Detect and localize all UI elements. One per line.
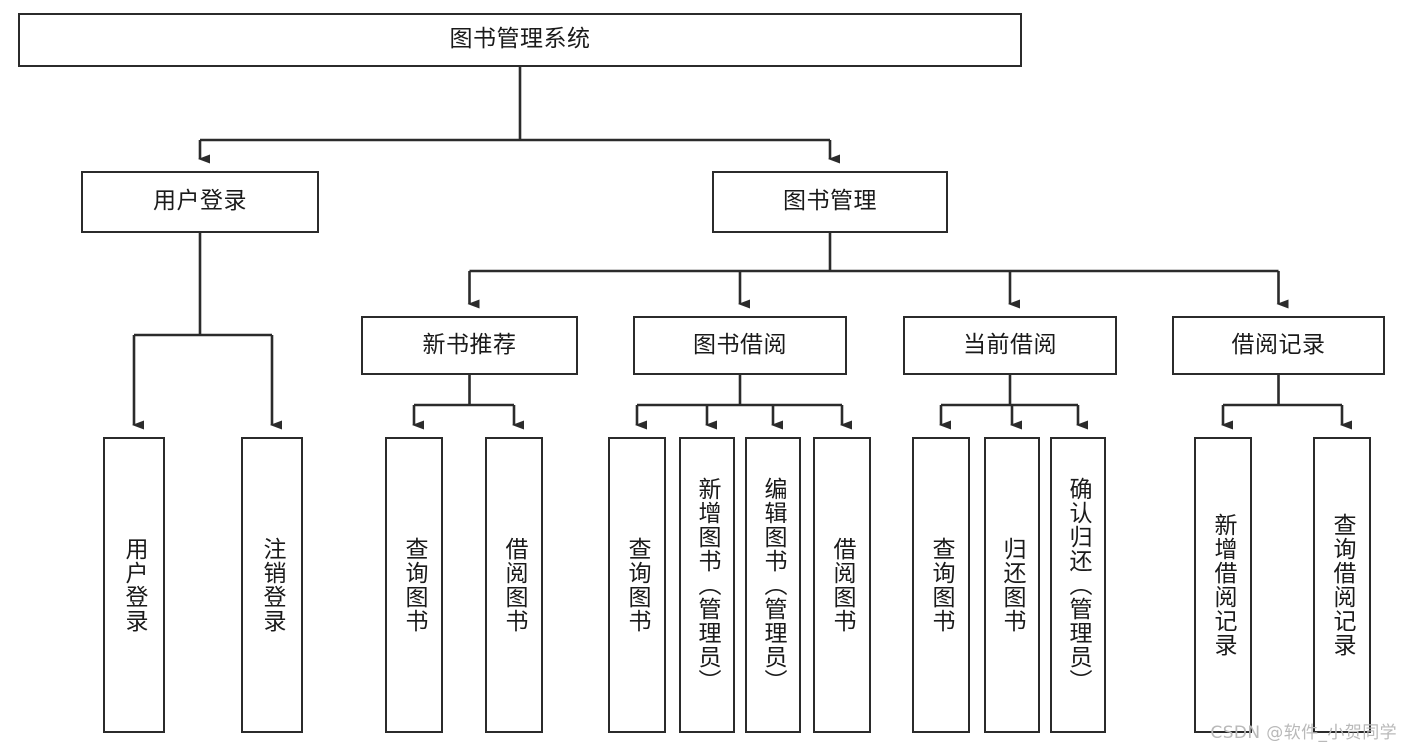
node-login[interactable]: 用户登录 (81, 171, 319, 233)
node-borrow[interactable]: 图书借阅 (633, 316, 847, 375)
node-records[interactable]: 借阅记录 (1172, 316, 1385, 375)
node-leaf-newrec-1[interactable]: 查询图书 (385, 437, 443, 733)
node-label: 图书管理系统 (449, 26, 591, 53)
node-label: 借阅记录 (1231, 331, 1326, 358)
node-leaf-newrec-2[interactable]: 借阅图书 (485, 437, 543, 733)
node-label: 查询图书 (928, 537, 955, 633)
node-label: 新书推荐 (422, 331, 517, 358)
node-label: 新增图书（管理员） (694, 477, 721, 693)
node-leaf-borrow-3[interactable]: 编辑图书（管理员） (745, 437, 801, 733)
node-newrec[interactable]: 新书推荐 (361, 316, 578, 375)
node-label: 借阅图书 (501, 537, 528, 633)
node-leaf-borrow-4[interactable]: 借阅图书 (813, 437, 871, 733)
node-leaf-cur-2[interactable]: 归还图书 (984, 437, 1040, 733)
node-label: 图书借阅 (693, 331, 787, 358)
node-label: 新增借阅记录 (1210, 513, 1237, 657)
watermark-text: CSDN @软件_小贺同学 (1210, 723, 1397, 743)
node-leaf-borrow-1[interactable]: 查询图书 (608, 437, 666, 733)
node-label: 用户登录 (121, 537, 148, 633)
node-leaf-login-2[interactable]: 注销登录 (241, 437, 303, 733)
node-label: 确认归还（管理员） (1065, 477, 1092, 693)
node-leaf-login-1[interactable]: 用户登录 (103, 437, 165, 733)
node-root[interactable]: 图书管理系统 (18, 13, 1022, 67)
node-label: 归还图书 (999, 537, 1026, 633)
node-label: 注销登录 (259, 537, 286, 633)
node-current[interactable]: 当前借阅 (903, 316, 1117, 375)
node-label: 查询图书 (401, 537, 428, 633)
node-leaf-cur-3[interactable]: 确认归还（管理员） (1050, 437, 1106, 733)
node-label: 用户登录 (153, 188, 247, 215)
node-label: 图书管理 (783, 188, 877, 215)
node-bookmgmt[interactable]: 图书管理 (712, 171, 948, 233)
node-label: 查询借阅记录 (1329, 513, 1356, 657)
node-leaf-cur-1[interactable]: 查询图书 (912, 437, 970, 733)
node-label: 编辑图书（管理员） (760, 477, 787, 693)
node-leaf-borrow-2[interactable]: 新增图书（管理员） (679, 437, 735, 733)
node-leaf-rec-2[interactable]: 查询借阅记录 (1313, 437, 1371, 733)
node-label: 查询图书 (624, 537, 651, 633)
node-label: 当前借阅 (963, 331, 1057, 358)
node-label: 借阅图书 (829, 537, 856, 633)
node-leaf-rec-1[interactable]: 新增借阅记录 (1194, 437, 1252, 733)
